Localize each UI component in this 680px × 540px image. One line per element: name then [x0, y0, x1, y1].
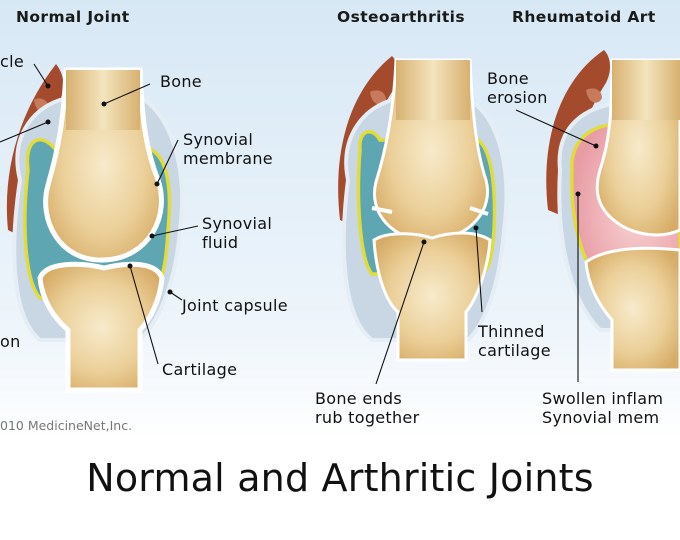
label-left-partial: on: [0, 332, 21, 351]
label-bone-ends: Bone ends rub together: [315, 389, 420, 427]
label-joint-capsule: Joint capsule: [182, 296, 288, 315]
lower-bone: [372, 231, 492, 362]
label-bone: Bone: [160, 72, 202, 91]
leader-dots: [45, 83, 599, 295]
label-bone-erosion: Bone erosion: [487, 69, 548, 107]
leader-lines: [0, 63, 597, 385]
label-thinned-cartilage: Thinned cartilage: [478, 322, 551, 360]
osteoarthritis-joint: [338, 56, 509, 362]
header-osteoarthritis: Osteoarthritis: [337, 8, 466, 26]
copyright: 010 MedicineNet,Inc.: [0, 418, 133, 433]
header-normal-joint: Normal Joint: [16, 8, 130, 26]
normal-joint: [6, 64, 185, 393]
label-synovial-fluid: Synovial fluid: [202, 214, 273, 252]
label-synovial-membrane: Synovial membrane: [183, 130, 273, 168]
rheumatoid-joint: [546, 50, 680, 372]
label-muscle: cle: [0, 52, 24, 71]
diagram-title: Normal and Arthritic Joints: [86, 456, 594, 500]
label-cartilage: Cartilage: [162, 360, 238, 379]
lower-bone: [584, 246, 680, 372]
header-rheumatoid: Rheumatoid Art: [512, 8, 656, 26]
label-swollen-membrane: Swollen inflam Synovial mem: [542, 389, 664, 427]
lower-bone: [37, 261, 165, 393]
